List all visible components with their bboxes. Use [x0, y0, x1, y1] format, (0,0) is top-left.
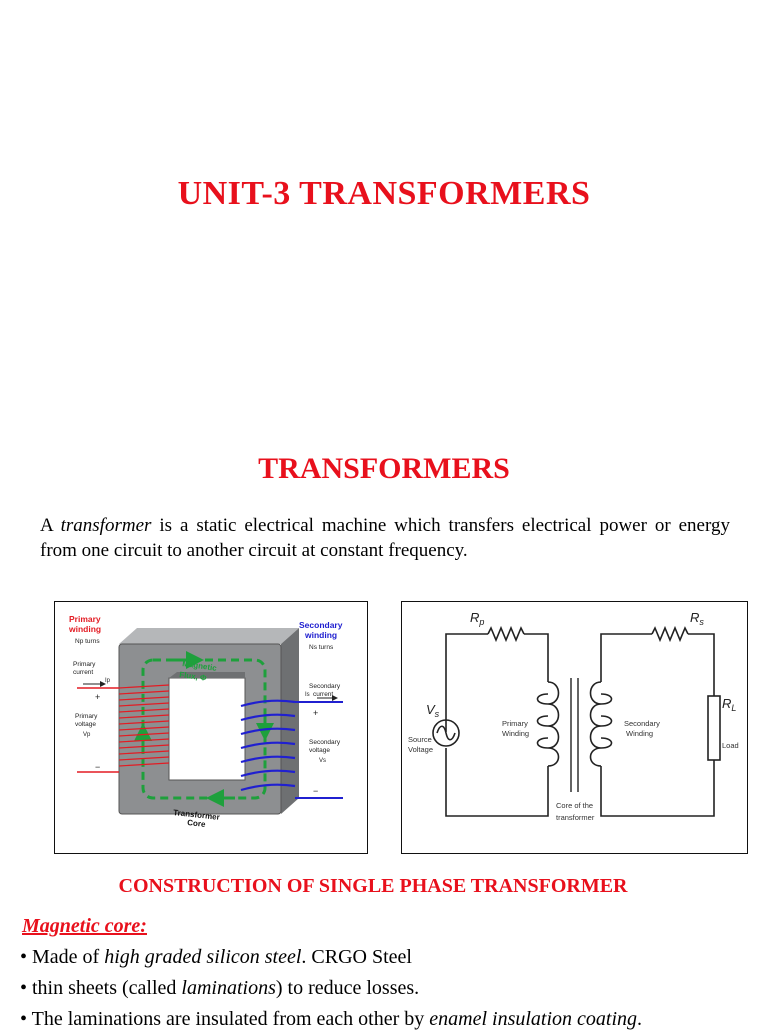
primary-turn	[118, 714, 170, 719]
secondary-wire-bottom	[600, 760, 715, 817]
source-symbol	[432, 719, 460, 747]
is-label: Is	[305, 692, 310, 698]
svg-text:Source: Source	[408, 735, 432, 744]
flux-label: Flux, Φ	[179, 670, 208, 683]
svg-text:Core of the: Core of the	[556, 801, 593, 810]
svg-text:Primary: Primary	[73, 661, 96, 668]
core-label: Core	[187, 818, 207, 829]
secondary-turn	[240, 727, 296, 736]
primary-turn	[118, 696, 170, 701]
ip-label: Ip	[105, 678, 111, 684]
section-title: TRANSFORMERS	[258, 452, 510, 485]
circuit-diagram: Rp Rs Vs RL Source Voltage Primary Windi…	[408, 610, 739, 822]
svg-text:voltage: voltage	[75, 721, 96, 728]
secondary-coil	[589, 681, 613, 767]
primary-turn	[118, 732, 170, 737]
svg-text:Primary: Primary	[502, 719, 528, 728]
secondary-wire-top-right	[688, 633, 715, 696]
vp-label: Vp	[83, 732, 91, 738]
primary-turns: Np turns	[75, 638, 100, 645]
bullet-item: • Made of high graded silicon steel. CRG…	[20, 946, 412, 968]
primary-title-b: winding	[68, 624, 101, 634]
bullet-item: • The laminations are insulated from eac…	[20, 1008, 643, 1030]
svg-text:voltage: voltage	[309, 747, 330, 754]
core-side-face	[281, 628, 299, 814]
rp-label: Rp	[470, 610, 484, 627]
intro-pre: A	[40, 515, 61, 536]
vs-label: Vs	[426, 702, 440, 719]
svg-text:Secondary: Secondary	[624, 719, 660, 728]
primary-turn	[118, 720, 170, 725]
construction-heading: CONSTRUCTION OF SINGLE PHASE TRANSFORMER	[118, 875, 628, 897]
secondary-turn	[240, 699, 296, 708]
bullet-item: • thin sheets (called laminations) to re…	[20, 977, 420, 999]
primary-wire-bottom	[445, 748, 549, 817]
svg-text:+: +	[95, 692, 100, 702]
transformer-core-illustration: Primary winding Np turns Primary current…	[68, 614, 343, 829]
rs-resistor	[651, 625, 689, 643]
svg-text:current: current	[73, 669, 93, 676]
primary-turn	[118, 744, 170, 749]
transformer-core-figure: Primary winding Np turns Primary current…	[54, 601, 368, 854]
svg-text:Secondary: Secondary	[309, 739, 341, 746]
svg-text:−: −	[95, 762, 100, 772]
svg-text:−: −	[313, 786, 318, 796]
primary-turn	[118, 762, 170, 767]
primary-wire-top-left	[445, 633, 488, 732]
intro-paragraph: A transformer is a static electrical mac…	[40, 513, 730, 563]
svg-text:Winding: Winding	[626, 729, 653, 738]
svg-text:transformer: transformer	[556, 813, 595, 822]
svg-text:Secondary: Secondary	[309, 683, 341, 690]
svg-text:current: current	[313, 691, 333, 698]
load-resistor	[707, 695, 721, 761]
primary-turn	[118, 708, 170, 713]
unit-title: UNIT-3 TRANSFORMERS	[177, 175, 591, 212]
primary-turn	[118, 684, 170, 689]
circuit-diagram-figure: Rp Rs Vs RL Source Voltage Primary Windi…	[401, 601, 748, 854]
secondary-wire-top-left	[600, 633, 652, 682]
primary-turn	[118, 702, 170, 707]
secondary-turn	[240, 755, 296, 764]
secondary-turns: Ns turns	[309, 644, 334, 651]
sine-icon	[436, 725, 456, 741]
svg-text:Voltage: Voltage	[408, 745, 433, 754]
primary-turn	[118, 738, 170, 743]
rs-label: Rs	[690, 610, 704, 627]
vs-label: Vs	[319, 758, 326, 764]
svg-text:Load: Load	[722, 741, 739, 750]
primary-turn	[118, 726, 170, 731]
secondary-turn	[240, 769, 296, 778]
primary-turn	[118, 690, 170, 695]
magnetic-core-heading: Magnetic core:	[22, 915, 147, 937]
svg-text:+: +	[313, 708, 318, 718]
secondary-turn	[240, 713, 296, 722]
svg-text:Secondary: Secondary	[299, 620, 343, 630]
primary-coil	[118, 684, 170, 767]
rl-label: RL	[722, 696, 736, 713]
primary-turn	[118, 756, 170, 761]
svg-text:Primary: Primary	[75, 713, 98, 720]
rp-resistor	[487, 625, 525, 643]
primary-title-a: Primary	[69, 614, 101, 624]
secondary-coil	[240, 699, 296, 792]
intro-post: is a static electrical machine which tra…	[40, 515, 730, 561]
secondary-turn	[240, 783, 296, 792]
secondary-turn	[240, 741, 296, 750]
primary-coil	[536, 681, 560, 767]
svg-text:winding: winding	[304, 630, 337, 640]
core-top-face	[119, 628, 299, 644]
primary-turn	[118, 750, 170, 755]
svg-text:Winding: Winding	[502, 729, 529, 738]
intro-term: transformer	[60, 515, 152, 536]
primary-wire-top-right	[524, 633, 549, 682]
core-window	[168, 677, 246, 781]
